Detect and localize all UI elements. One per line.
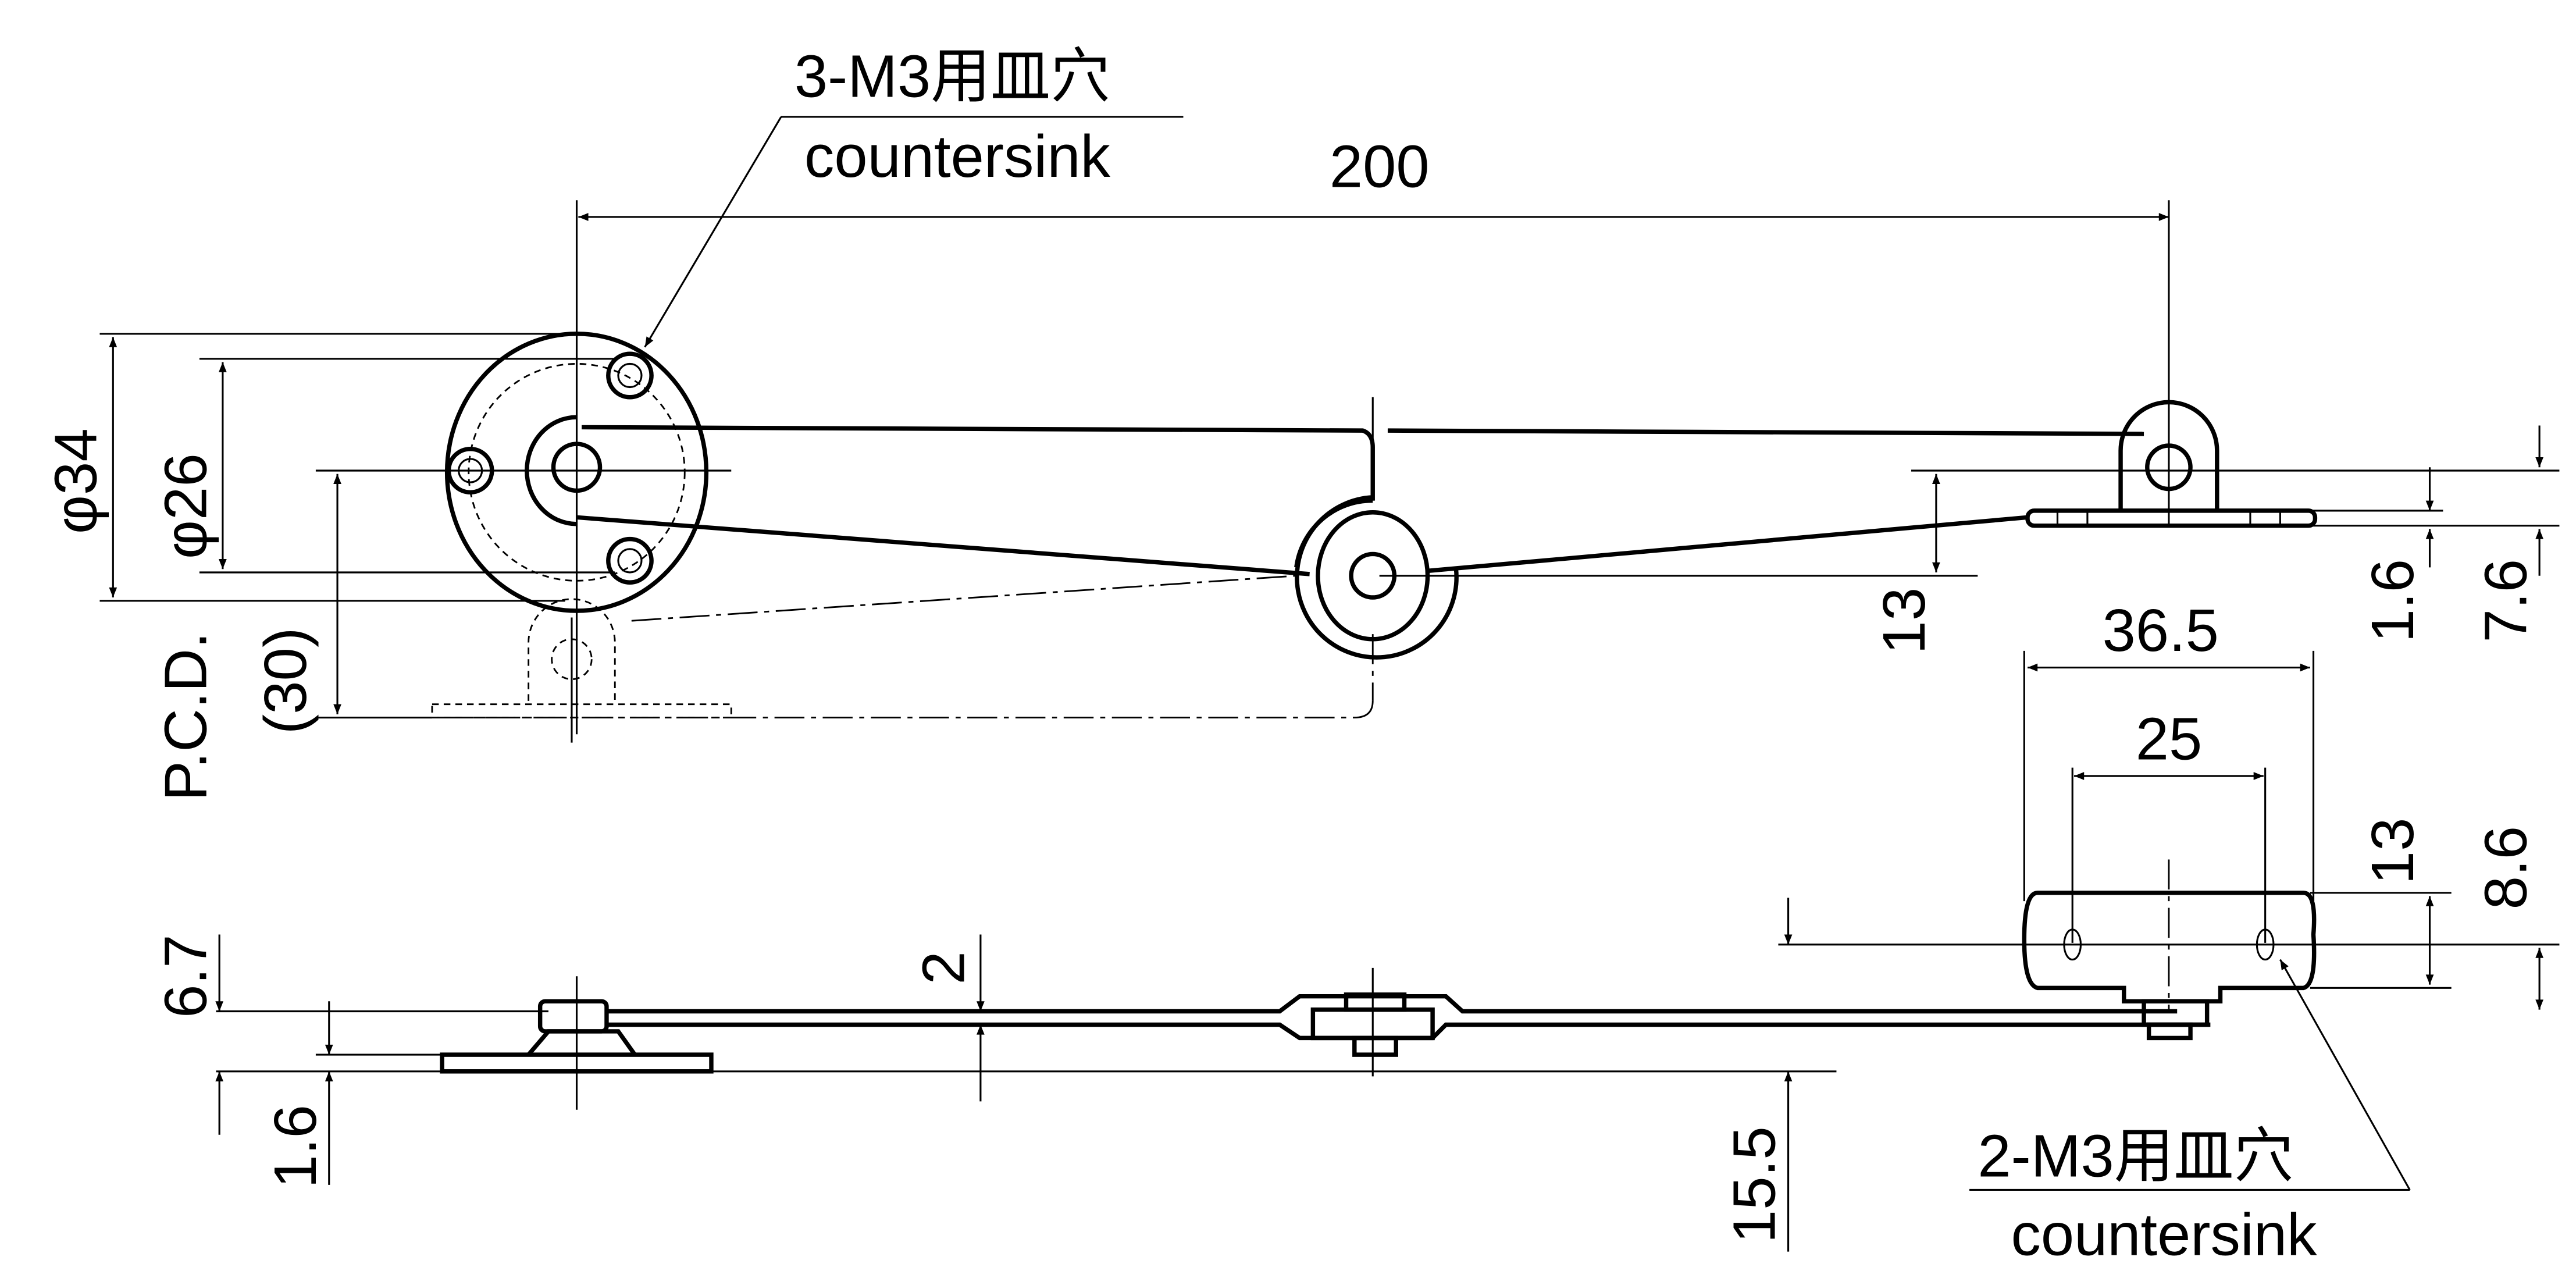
right-height-dimensions: 13 1.6 7.6	[1870, 425, 2543, 654]
bottom-callout-label: countersink	[2011, 1201, 2317, 1268]
dim-label-2: 2	[910, 951, 977, 984]
dim-label-phi34: φ34	[42, 428, 109, 534]
top-callout-spec: 3-M3用皿穴	[794, 42, 1110, 109]
stay-arms	[332, 397, 2144, 719]
dim-label-15-5: 15.5	[1721, 1126, 1788, 1243]
dim-label-phi26: φ26	[152, 453, 219, 559]
dim-label-8-6: 8.6	[2472, 826, 2539, 910]
bracket-side-view: 36.5 25 13 8.6	[1778, 597, 2560, 1010]
dim-label-1-6-top: 1.6	[2359, 559, 2426, 643]
dim-label-pcd: P.C.D.	[152, 632, 219, 801]
dim-label-7-6: 7.6	[2472, 559, 2539, 643]
dim-label-6-7: 6.7	[152, 934, 219, 1018]
stay-side-view: 6.7 1.6 2 15.5	[152, 898, 2211, 1252]
top-callout-label: countersink	[804, 123, 1110, 190]
left-diameter-dimensions: φ34 φ26 P.C.D. (30)	[42, 333, 615, 801]
dim-label-13-top: 13	[1870, 588, 1937, 654]
dim-label-36-5: 36.5	[2103, 597, 2219, 664]
dim-label-1-6-bottom: 1.6	[262, 1105, 329, 1188]
right-bracket	[1379, 400, 2560, 577]
top-countersink-callout: 3-M3用皿穴 countersink	[644, 42, 1184, 348]
dim-label-25: 25	[2136, 705, 2202, 772]
dimension-200: 200	[575, 133, 2170, 735]
dim-label-200: 200	[1330, 133, 1430, 200]
bottom-countersink-callout: 2-M3用皿穴 countersink	[1969, 959, 2411, 1268]
phantom-bracket	[431, 598, 732, 743]
bottom-callout-spec: 2-M3用皿穴	[1978, 1122, 2293, 1189]
base-plate-top-view	[315, 332, 732, 613]
dim-label-30: (30)	[252, 628, 319, 735]
dim-label-13-side: 13	[2359, 818, 2426, 885]
